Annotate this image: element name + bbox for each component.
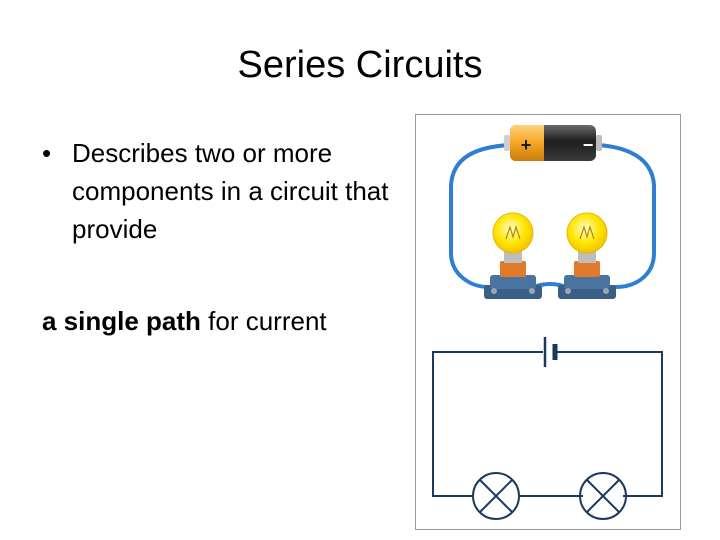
bullet-item: • Describes two or more components in a … bbox=[42, 134, 392, 248]
schematic-wire bbox=[432, 351, 543, 497]
lamp-right-icon bbox=[558, 212, 616, 299]
circuit-schematic bbox=[432, 337, 663, 520]
battery-minus-sign: − bbox=[583, 135, 594, 155]
schematic-lamp-left-icon bbox=[472, 472, 520, 520]
circuit-illustration: + − bbox=[432, 125, 663, 520]
key-phrase-line: a single path for current bbox=[42, 302, 327, 340]
slide-title: Series Circuits bbox=[237, 44, 483, 86]
schematic-lamp-right-icon bbox=[579, 472, 627, 520]
wire-left bbox=[449, 143, 512, 289]
battery-plus-sign: + bbox=[521, 135, 532, 155]
emphasis-rest-text: for current bbox=[200, 306, 327, 336]
wire-right bbox=[596, 143, 656, 289]
lamp-left-icon bbox=[484, 212, 542, 299]
bullet-symbol: • bbox=[42, 138, 52, 168]
bullet-text: Describes two or more components in a ci… bbox=[72, 138, 389, 244]
battery-icon bbox=[504, 125, 602, 161]
circuit-figure: + − bbox=[415, 114, 681, 530]
emphasis-text: a single path bbox=[42, 306, 201, 336]
